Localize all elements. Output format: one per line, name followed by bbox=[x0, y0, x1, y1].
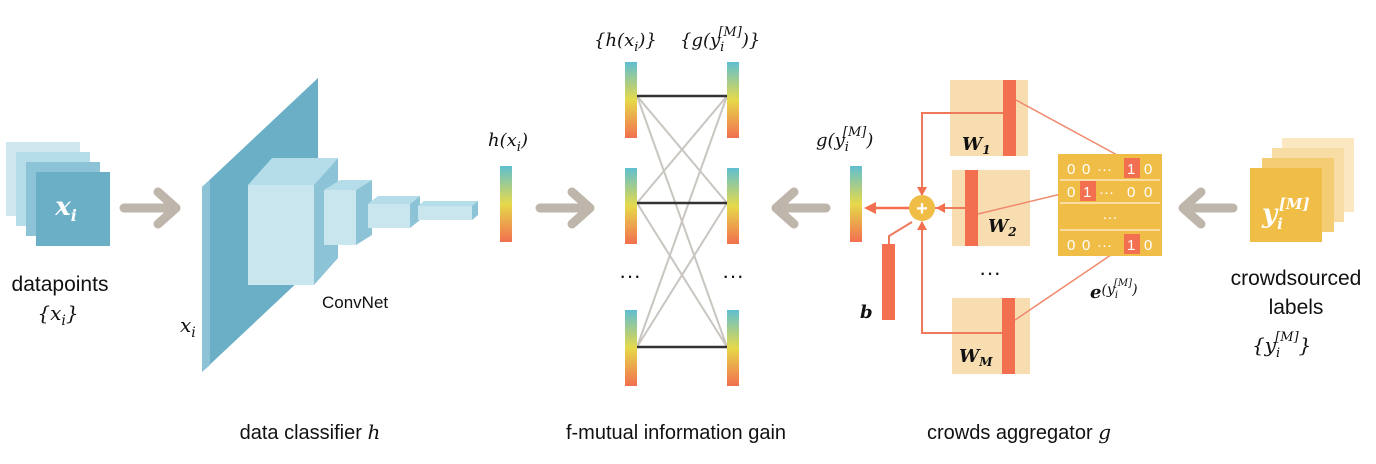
arrow-classifier-to-mi bbox=[535, 187, 595, 229]
arrowhead-bottom bbox=[917, 221, 927, 230]
svg-text:···: ··· bbox=[1103, 209, 1118, 226]
w1-label: W1 bbox=[962, 134, 991, 157]
arrow-labels-to-aggregator bbox=[1178, 187, 1238, 229]
bias-label: b bbox=[860, 302, 873, 323]
mi-connections bbox=[636, 94, 728, 349]
mi-bar-g-1 bbox=[727, 62, 739, 138]
mi-bar-h-2 bbox=[625, 168, 637, 244]
crowd-y-label: yi[M] bbox=[1261, 195, 1310, 233]
w1-block bbox=[950, 80, 1028, 156]
datapoint-x-label: xi bbox=[54, 192, 77, 225]
mi-bar-g-n bbox=[727, 310, 739, 386]
arrow-aggregator-to-mi bbox=[771, 187, 831, 229]
caption-aggregator: crowds aggregator g bbox=[927, 420, 1111, 444]
arrowhead-top bbox=[917, 187, 927, 196]
crowd-labels-stack bbox=[1250, 138, 1354, 242]
top-g-label: {g(yi[M])} bbox=[680, 25, 760, 55]
sum-node bbox=[909, 195, 935, 221]
bias-bar bbox=[882, 244, 895, 320]
matrix-row-3: ··· bbox=[1060, 209, 1160, 231]
mi-bar-h-n bbox=[625, 310, 637, 386]
mi-dots-left: ··· bbox=[619, 263, 641, 288]
crowd-label-set: {yi[M]} bbox=[1252, 330, 1311, 361]
mi-bar-h-1 bbox=[625, 62, 637, 138]
wm-block bbox=[952, 298, 1030, 374]
wm-label: WM bbox=[959, 346, 993, 369]
label-matrix-rows: 0 0 ··· 1 0 0 1 ··· 0 0 ··· bbox=[1060, 158, 1160, 254]
convnet-graphic bbox=[202, 78, 478, 372]
h-xi-label: h(xi) bbox=[488, 130, 528, 155]
h-output-bar bbox=[500, 166, 512, 242]
matrix-row-1: 0 0 ··· 1 0 bbox=[1060, 158, 1160, 181]
arrow-plus-to-g bbox=[864, 202, 910, 214]
svg-text:0 1 ···: 0 1 ··· 0 0 bbox=[1067, 184, 1152, 201]
w2-label: W2 bbox=[988, 216, 1017, 239]
crowd-label-line1: crowdsourced bbox=[1231, 267, 1362, 290]
convnet-input-x: xi bbox=[180, 313, 196, 341]
caption-classifier: data classifier h bbox=[240, 420, 381, 444]
datapoints-stack bbox=[6, 142, 110, 246]
sum-symbol: + bbox=[916, 198, 928, 220]
mi-bars-left bbox=[625, 62, 637, 386]
g-y-label: g(yi[M]) bbox=[816, 125, 873, 155]
svg-text:0 0 ···: 0 0 ··· 1 0 bbox=[1067, 237, 1152, 254]
matrix-row-4: 0 0 ··· 1 0 bbox=[1067, 234, 1152, 254]
e-label: e(yi[M]) bbox=[1090, 278, 1138, 303]
arrowhead-right bbox=[936, 203, 945, 213]
datapoints-label: datapoints bbox=[12, 273, 109, 296]
label-matrix bbox=[1058, 154, 1162, 256]
arrow-datapoints-to-classifier bbox=[119, 187, 181, 229]
caption-mutual-information: f-mutual information gain bbox=[566, 422, 786, 444]
svg-text:0 0 ···: 0 0 ··· 1 0 bbox=[1067, 161, 1152, 178]
mi-bar-g-2 bbox=[727, 168, 739, 244]
top-h-label: {h(xi)} bbox=[594, 30, 657, 55]
matrix-row-2: 0 1 ··· 0 0 bbox=[1060, 181, 1160, 204]
datapoints-set: {xi} bbox=[37, 301, 78, 329]
w-dots: ··· bbox=[979, 260, 1001, 285]
g-output-bar bbox=[850, 166, 862, 242]
convnet-label: ConvNet bbox=[322, 293, 388, 312]
crowd-label-line2: labels bbox=[1269, 296, 1324, 319]
mi-bars-right bbox=[727, 62, 739, 386]
mi-dots-right: ··· bbox=[722, 263, 744, 288]
